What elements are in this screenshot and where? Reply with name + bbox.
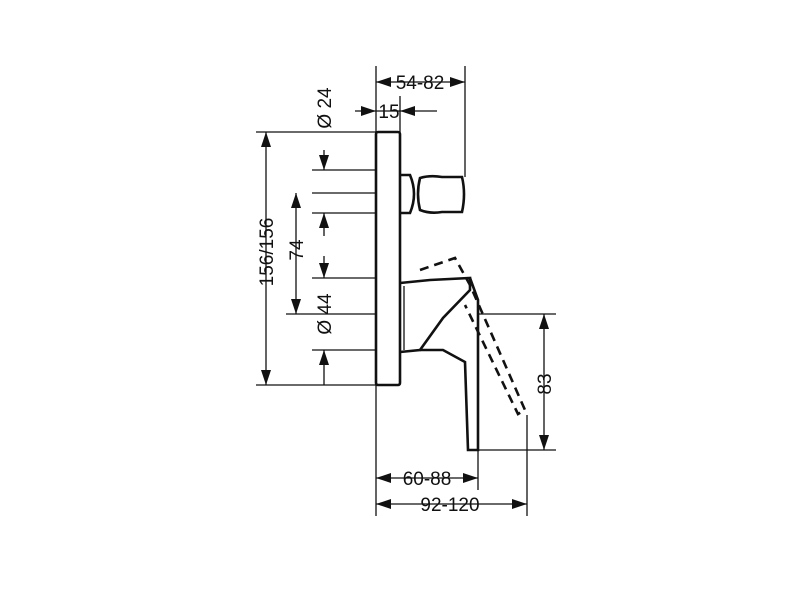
mixer-outline (374, 130, 527, 452)
lever-solid (420, 277, 480, 452)
extension-lines (256, 66, 556, 516)
label-total-height: 156/156 (257, 218, 278, 287)
lever-dashed (419, 256, 527, 416)
dimension-lines (261, 77, 549, 509)
mixer-body (399, 276, 472, 354)
label-depth-top: 54-82 (396, 73, 445, 94)
diverter-knob (416, 174, 466, 214)
label-offset-top: 15 (378, 102, 399, 123)
label-lever-drop: 83 (535, 373, 556, 394)
wall-plate (374, 130, 402, 387)
label-spacing: 74 (287, 239, 308, 261)
label-depth-body: 60-88 (403, 469, 452, 490)
diverter-stem (400, 173, 416, 215)
label-diameter-upper: Ø 24 (315, 87, 336, 129)
dimension-labels: 54-82 15 Ø 24 156/156 74 Ø 44 83 60-88 9… (257, 73, 556, 516)
label-diameter-lower: Ø 44 (315, 293, 336, 335)
label-depth-lever: 92-120 (420, 495, 479, 516)
